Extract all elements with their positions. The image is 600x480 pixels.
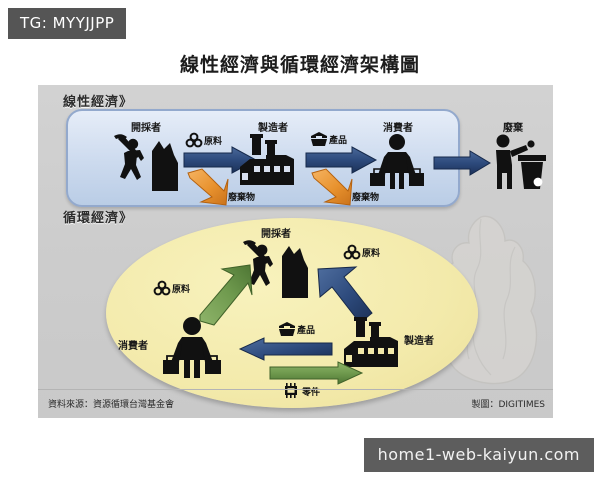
section-label-circular: 循環經濟》	[63, 211, 134, 226]
linear-arrow-waste-2	[311, 168, 353, 206]
circular-miner-icon	[240, 238, 310, 298]
linear-flow-label-waste-2: 廢棄物	[352, 193, 380, 203]
linear-flow-label-raw-material: 原料	[204, 137, 223, 147]
site-watermark: home1-web-kaiyun.com	[363, 438, 594, 472]
circular-flow-label-product: 產品	[297, 326, 316, 336]
page-title: 線性經濟與循環經濟架構圖	[179, 54, 420, 76]
linear-consumer-icon	[366, 133, 428, 191]
linear-trash-icon	[490, 131, 550, 193]
circular-flow-label-raw-material-right: 原料	[362, 249, 381, 259]
circular-flow-label-raw-material-left: 原料	[172, 285, 191, 295]
circular-node-label-extractor: 開採者	[261, 229, 291, 240]
source-text: 資料來源：資源循環台灣基金會	[48, 400, 175, 410]
circular-arrow-product	[238, 337, 333, 361]
linear-miner-icon	[112, 133, 180, 191]
circular-arrow-raw-material-left	[199, 264, 253, 326]
linear-arrow-product	[305, 146, 378, 174]
circular-consumer-icon	[160, 316, 224, 380]
linear-node-label-manufacturer: 製造者	[258, 123, 288, 134]
box-icon-linear-product	[311, 132, 327, 146]
linear-flow-label-product: 產品	[329, 136, 348, 146]
panel-footer: 資料來源：資源循環台灣基金會 製圖：DIGITIMES	[38, 389, 553, 418]
chip-icon-circular-parts	[285, 383, 297, 398]
circular-arrow-parts	[269, 361, 364, 385]
figure-panel: 線性經濟》 開採者 製造者 消費者 廢棄 原料	[38, 85, 553, 418]
tg-badge: TG: MYYJJPP	[8, 8, 127, 39]
linear-node-label-consumer: 消費者	[383, 123, 413, 134]
ore-icon-circular-left	[153, 280, 171, 296]
box-icon-circular-product	[279, 322, 295, 336]
ore-icon-linear-raw	[185, 132, 203, 148]
linear-flow-label-waste-1: 廢棄物	[228, 193, 256, 203]
section-label-linear: 線性經濟》	[63, 95, 134, 110]
ore-icon-circular-right	[343, 244, 361, 260]
linear-node-label-disposal: 廢棄	[503, 123, 523, 134]
circular-node-label-consumer: 消費者	[118, 341, 148, 352]
linear-arrow-to-disposal	[433, 150, 491, 176]
credit-text: 製圖：DIGITIMES	[471, 400, 545, 410]
linear-node-label-extractor: 開採者	[131, 123, 161, 134]
circular-node-label-manufacturer: 製造者	[404, 336, 434, 347]
circular-flow-label-parts: 零件	[302, 388, 321, 398]
linear-factory-icon	[236, 133, 300, 189]
linear-arrow-waste-1	[187, 168, 229, 206]
circular-factory-icon	[340, 317, 404, 371]
